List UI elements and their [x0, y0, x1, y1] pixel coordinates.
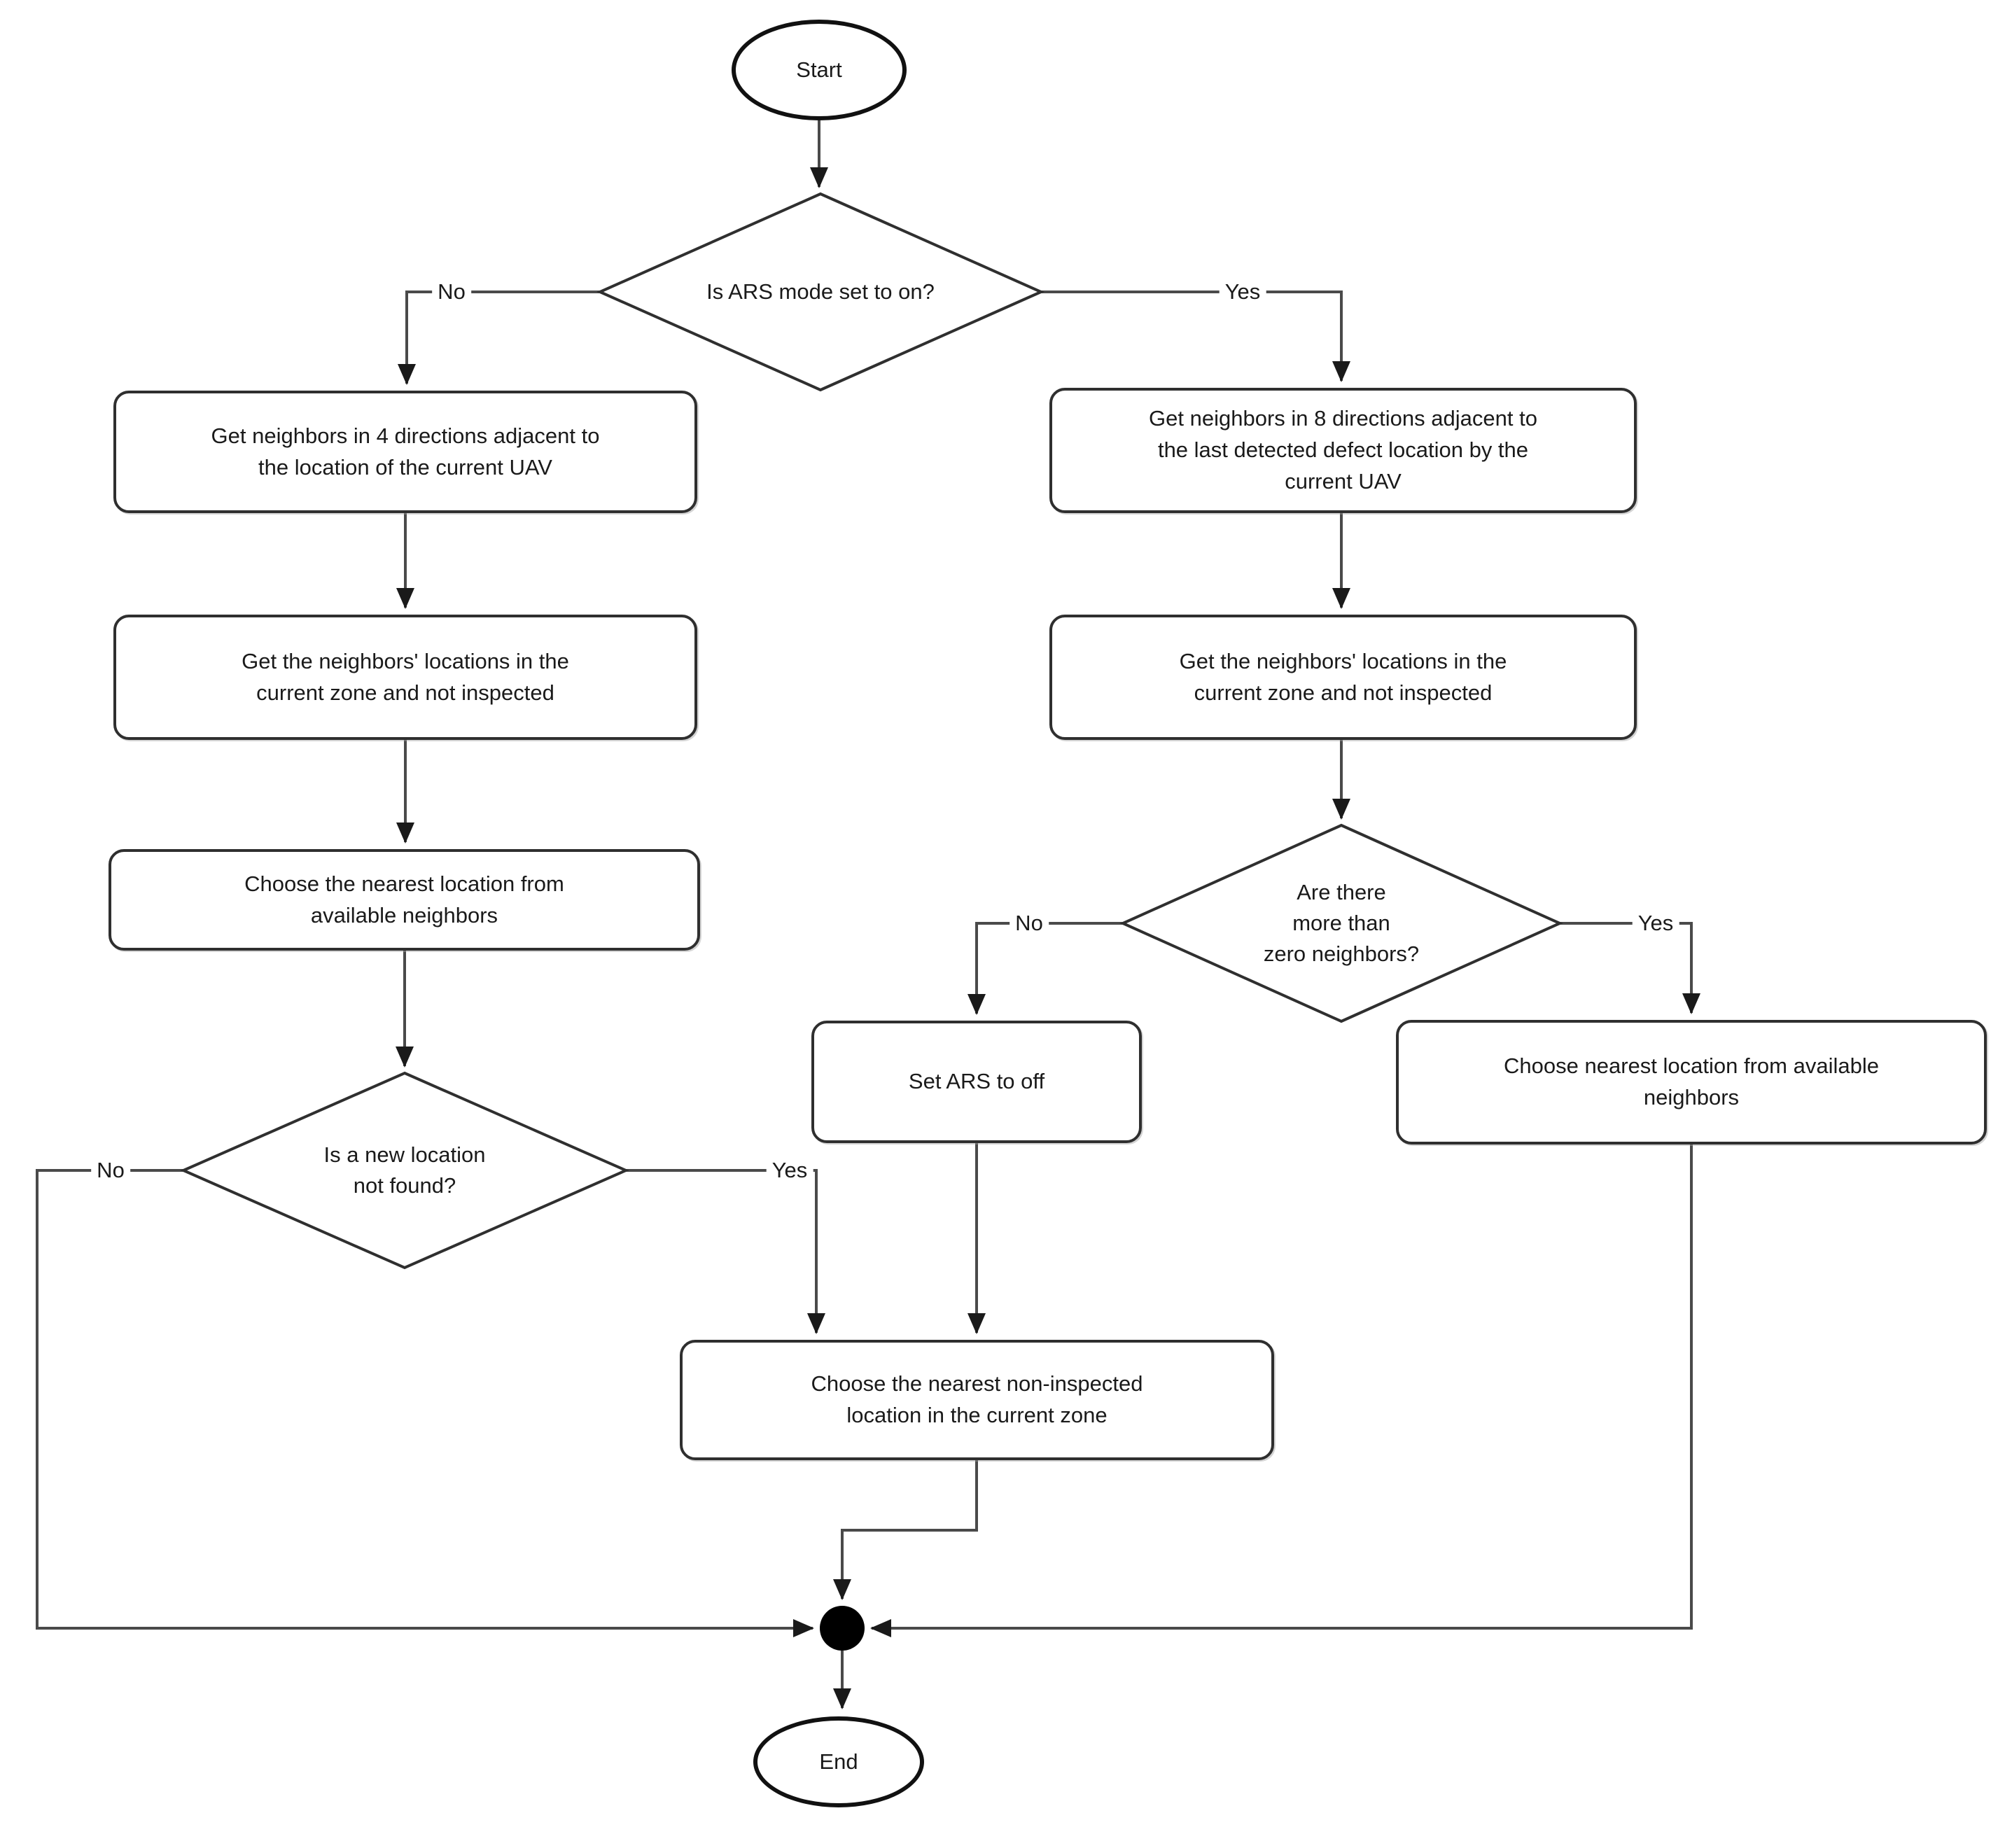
merge-junction-dot	[820, 1606, 865, 1651]
process-choose-non-inspected: Choose the nearest non-inspected locatio…	[680, 1340, 1274, 1460]
decision-new-location-label: Is a new location not found?	[323, 1142, 486, 1198]
decision-new-location-shape	[180, 1071, 629, 1270]
edge-label-ars-no: No	[432, 279, 471, 304]
process-get-locations-left: Get the neighbors' locations in the curr…	[113, 615, 697, 740]
process-set-ars-off: Set ARS to off	[811, 1021, 1142, 1143]
edge-ars-no	[398, 290, 600, 385]
end-node: End	[753, 1716, 924, 1807]
decision-zero-neighbors-shape	[1119, 823, 1563, 1023]
decision-ars-shape	[596, 192, 1045, 392]
edge-ars-yes	[1041, 290, 1350, 382]
edge-choose-non-to-merge	[833, 1460, 978, 1600]
start-node: Start	[732, 20, 907, 120]
edge-zero-no	[967, 922, 1123, 1015]
edge-label-zero-yes: Yes	[1632, 911, 1679, 936]
edge-label-newloc-no: No	[91, 1158, 130, 1183]
process-get-neighbors-8: Get neighbors in 8 directions adjacent t…	[1049, 388, 1637, 513]
edge-zero-yes	[1560, 922, 1700, 1014]
decision-ars-label: Is ARS mode set to on?	[706, 279, 935, 304]
edge-label-zero-no: No	[1010, 911, 1049, 936]
edge-label-ars-yes: Yes	[1219, 279, 1266, 304]
decision-zero-neighbors-label: Are there more than zero neighbors?	[1263, 879, 1420, 967]
edge-label-newloc-yes: Yes	[766, 1158, 813, 1183]
process-get-locations-right: Get the neighbors' locations in the curr…	[1049, 615, 1637, 740]
process-choose-nearest-right: Choose nearest location from available n…	[1396, 1020, 1987, 1144]
process-choose-nearest-left: Choose the nearest location from availab…	[109, 849, 700, 951]
process-get-neighbors-4: Get neighbors in 4 directions adjacent t…	[113, 391, 697, 513]
edge-choose-right-to-merge	[870, 1144, 1693, 1637]
edge-newloc-yes	[626, 1169, 825, 1334]
